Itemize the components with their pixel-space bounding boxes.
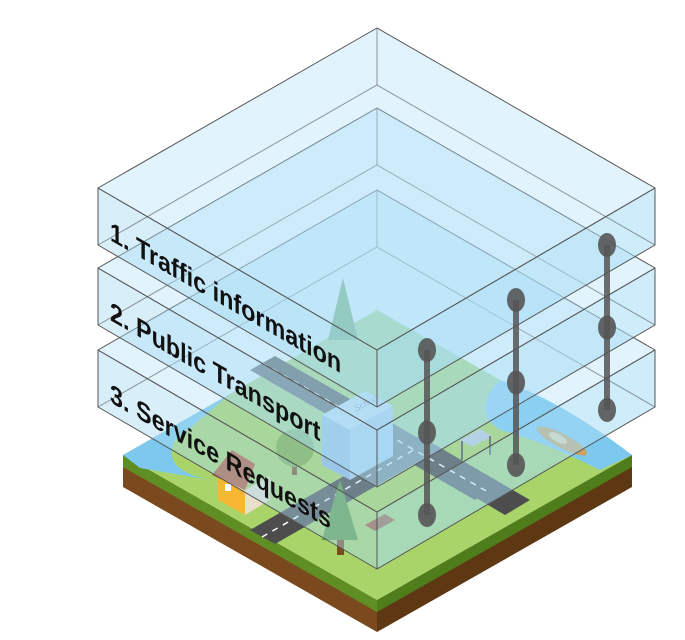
connector-node [598, 398, 616, 422]
pine-tree [328, 278, 358, 340]
school-building: School [322, 391, 393, 480]
connector-node [507, 288, 525, 312]
connector-node [598, 315, 616, 340]
layer-top-face [97, 107, 656, 431]
layer-top-face [97, 27, 656, 351]
connector-node [418, 503, 436, 527]
house [212, 450, 270, 515]
connector [598, 233, 616, 422]
layer-connectors [418, 233, 616, 527]
connector [507, 288, 525, 477]
connector [418, 338, 436, 527]
connector-node [418, 420, 436, 445]
connector-node [507, 370, 525, 395]
connector-node [418, 338, 436, 362]
connector-node [507, 453, 525, 477]
pine-tree [322, 480, 358, 555]
connector-node [598, 233, 616, 257]
tree [276, 429, 314, 475]
